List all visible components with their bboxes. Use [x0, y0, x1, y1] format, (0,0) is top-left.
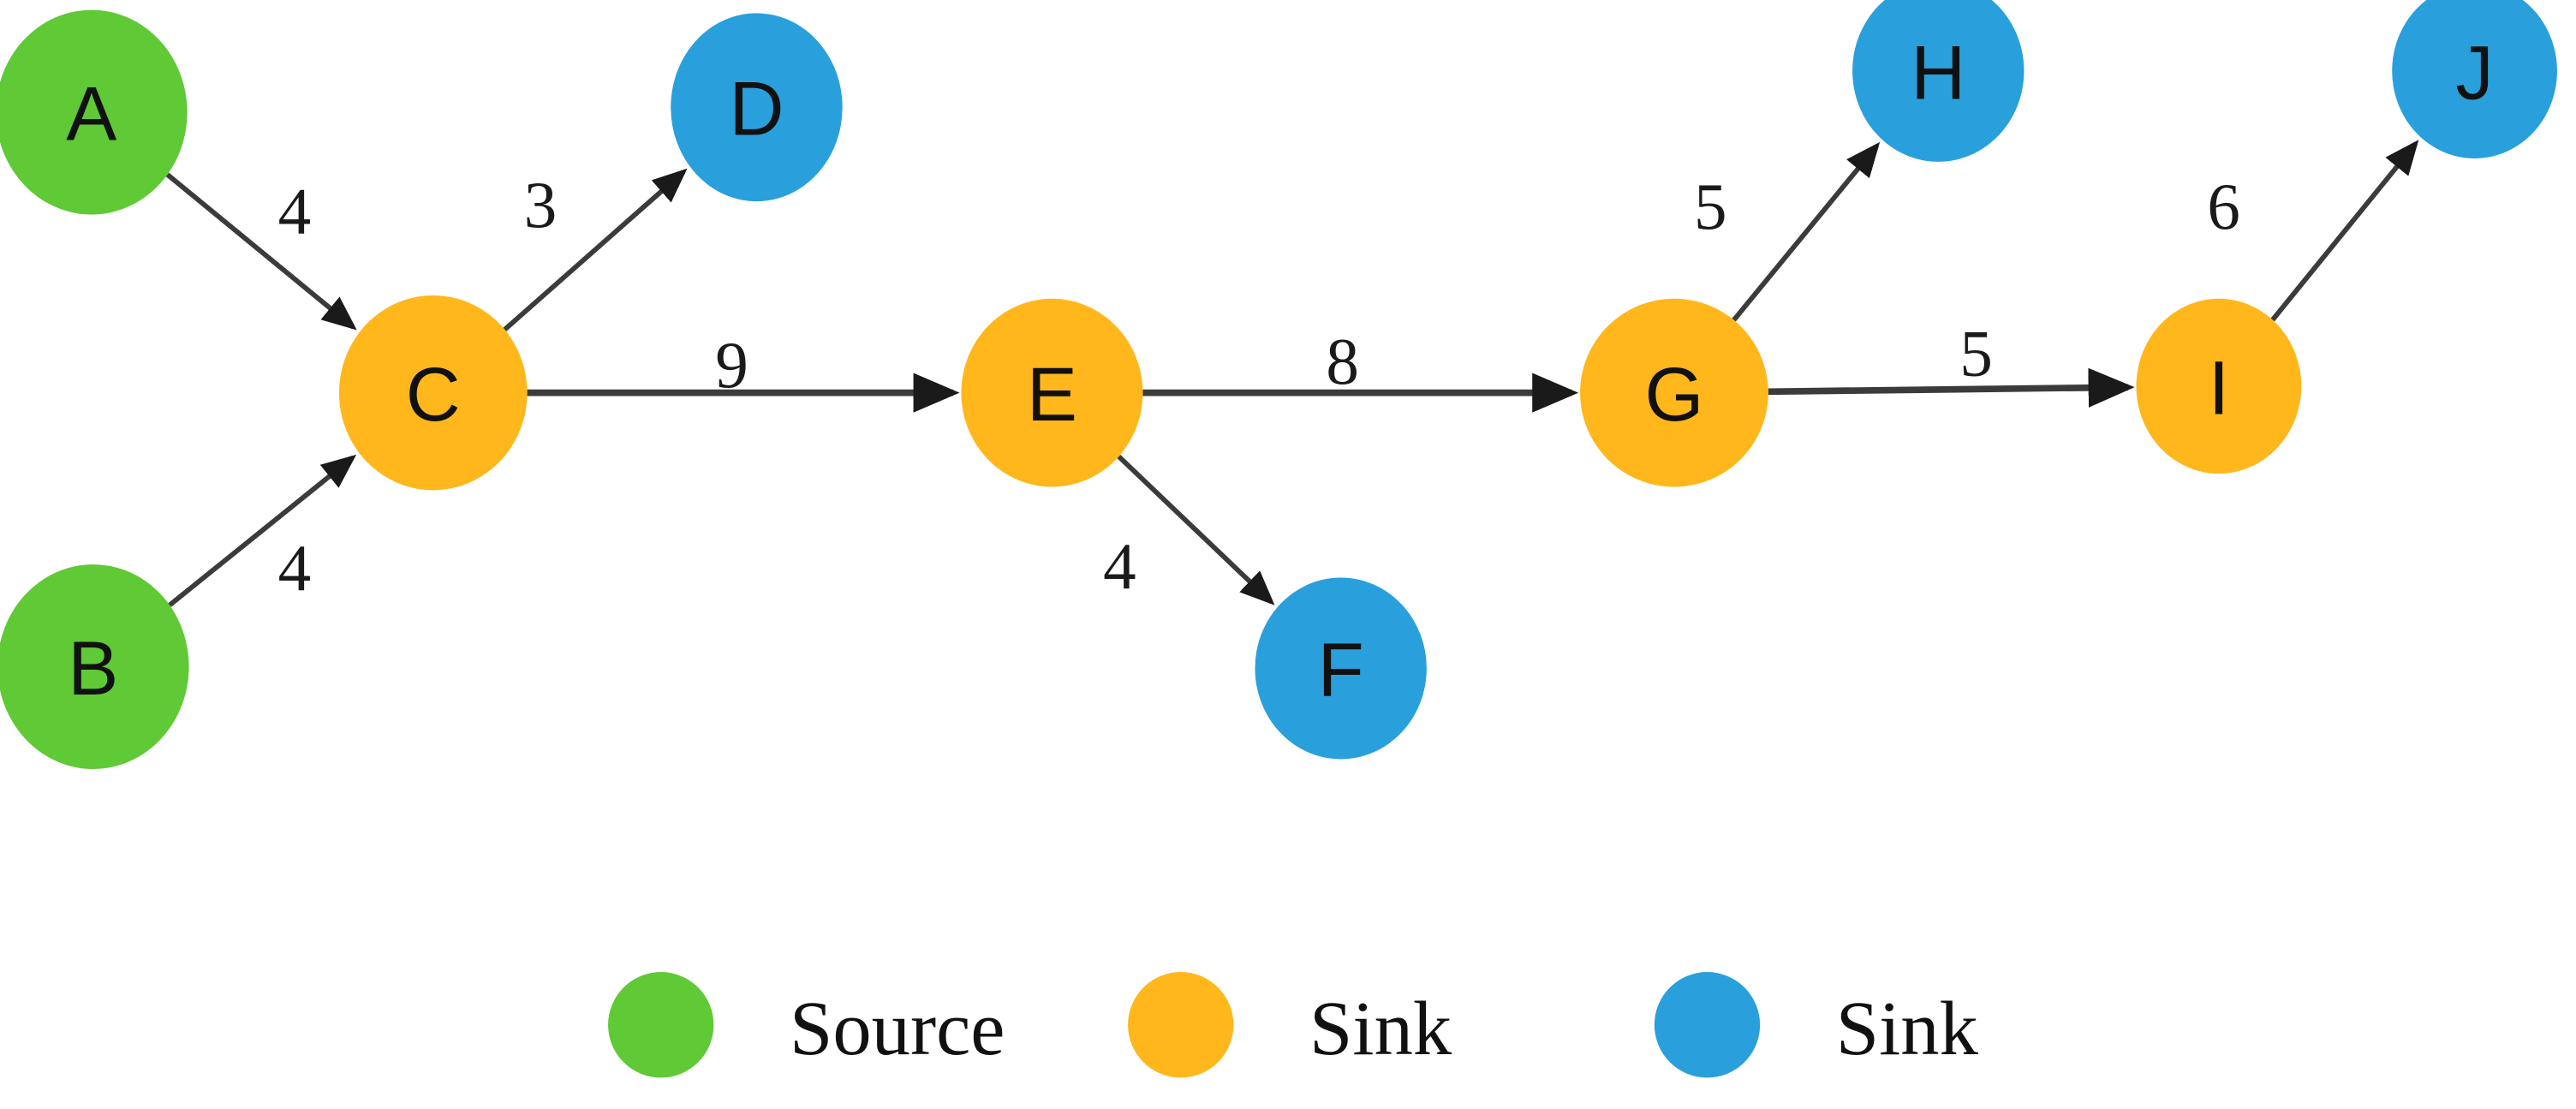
edge-weight-cd: 3 — [524, 168, 558, 241]
node-circle-a[interactable] — [0, 9, 188, 215]
node-circle-i[interactable] — [2136, 298, 2302, 474]
node-label-h: H — [1911, 30, 1965, 115]
node-label-f: F — [1318, 628, 1364, 713]
node-circle-b[interactable] — [0, 564, 189, 769]
edge-b-to-c — [168, 454, 357, 607]
node-i[interactable]: I — [2136, 298, 2302, 474]
edge-a-to-c — [165, 172, 357, 331]
node-d[interactable]: D — [671, 13, 843, 202]
node-label-g: G — [1644, 352, 1703, 437]
node-f[interactable]: F — [1255, 577, 1427, 760]
edge-e-to-f — [1117, 454, 1275, 605]
edges-layer — [165, 140, 2419, 607]
edge-weight-ij: 6 — [2207, 170, 2240, 243]
edge-i-to-j — [2270, 140, 2419, 322]
legend-label-1: Sink — [1309, 985, 1452, 1071]
node-j[interactable]: J — [2392, 0, 2557, 158]
node-label-i: I — [2209, 345, 2230, 430]
legend-swatch-sink-1 — [1128, 972, 1234, 1078]
edge-weights-layer: 4 4 3 9 4 8 5 5 6 — [278, 168, 2240, 605]
node-label-c: C — [406, 352, 461, 437]
legend-item-2: Sink — [1654, 972, 1979, 1078]
legend-item-0: Source — [608, 972, 1005, 1078]
node-label-a: A — [66, 71, 116, 156]
node-a[interactable]: A — [0, 9, 188, 215]
node-circle-e[interactable] — [961, 298, 1143, 487]
node-circle-c[interactable] — [338, 295, 528, 491]
legend-label-0: Source — [790, 985, 1005, 1071]
node-e[interactable]: E — [961, 298, 1143, 487]
node-circle-f[interactable] — [1255, 577, 1427, 760]
edge-weight-gh: 5 — [1694, 170, 1727, 243]
node-circle-g[interactable] — [1580, 298, 1768, 487]
edge-weight-ac: 4 — [278, 175, 312, 248]
edge-weight-gi: 5 — [1959, 316, 1993, 390]
edge-g-to-i — [1768, 367, 2135, 408]
node-circle-h[interactable] — [1852, 0, 2024, 162]
node-circle-d[interactable] — [671, 13, 843, 202]
node-circle-j[interactable] — [2392, 0, 2557, 158]
node-h[interactable]: H — [1852, 0, 2024, 162]
node-c[interactable]: C — [338, 295, 528, 491]
node-label-d: D — [729, 67, 784, 152]
edge-weight-ce: 9 — [715, 328, 748, 402]
node-b[interactable]: B — [0, 564, 189, 769]
edge-g-to-h — [1732, 141, 1881, 322]
nodes-layer: A B C D E F G H I J — [0, 0, 2557, 769]
legend-swatch-source-0 — [608, 972, 714, 1078]
edge-weight-ef: 4 — [1103, 529, 1136, 603]
legend-item-1: Sink — [1128, 972, 1452, 1078]
edge-c-to-d — [503, 168, 688, 332]
legend-label-2: Sink — [1836, 985, 1979, 1071]
edge-weight-bc: 4 — [278, 531, 312, 605]
node-label-e: E — [1027, 352, 1077, 437]
legend-swatch-sink-2 — [1654, 972, 1761, 1078]
node-label-j: J — [2455, 30, 2493, 115]
node-g[interactable]: G — [1580, 298, 1768, 487]
node-label-b: B — [68, 626, 118, 711]
legend-layer: Source Sink Sink — [608, 972, 1979, 1078]
edge-weight-eg: 8 — [1326, 325, 1359, 398]
